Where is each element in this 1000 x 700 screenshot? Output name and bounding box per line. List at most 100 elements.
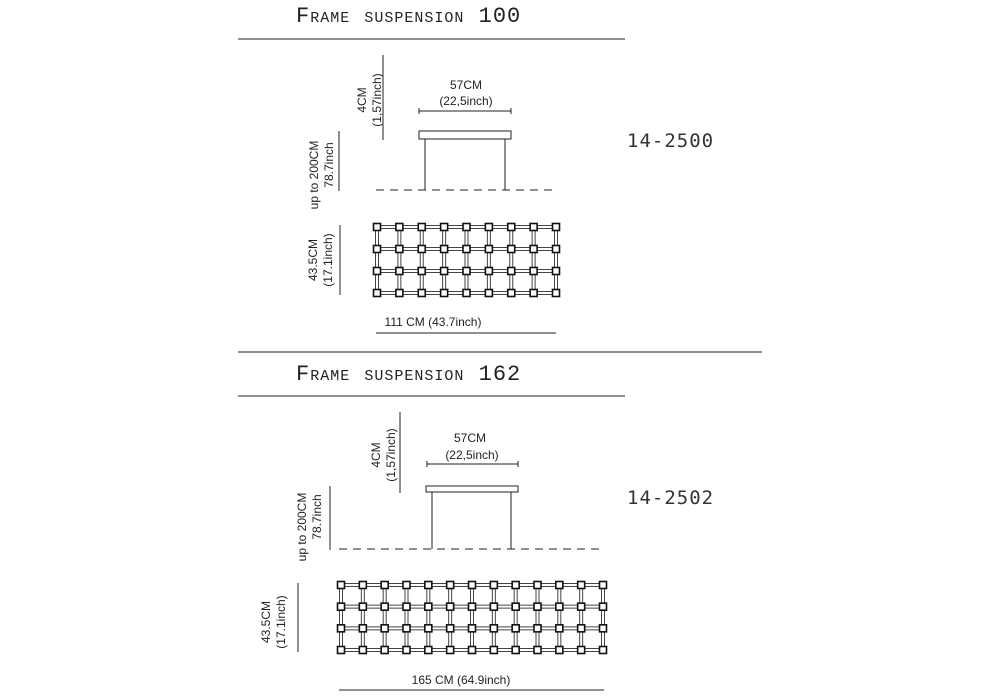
canopy-height-label: 4CM: [355, 87, 369, 112]
grid-node: [533, 645, 542, 655]
grid-node: [372, 222, 382, 232]
grid-node: [576, 580, 586, 590]
grid-node: [529, 222, 538, 232]
grid-node: [484, 266, 494, 276]
grid-node: [467, 624, 477, 633]
grid-node: [533, 602, 542, 611]
grid-node: [358, 645, 368, 655]
section-title: Frame suspension 162: [296, 362, 521, 387]
canopy-width-label: 57CM: [450, 78, 482, 92]
grid-node: [529, 266, 538, 276]
grid-node: [462, 288, 471, 298]
grid-node: [358, 602, 368, 611]
grid-node: [336, 602, 346, 611]
grid-node: [417, 244, 427, 254]
grid-node: [372, 266, 382, 276]
grid-node: [424, 645, 433, 655]
grid-node: [424, 580, 433, 590]
grid-node: [402, 602, 411, 611]
grid-node: [462, 244, 471, 254]
grid-node: [551, 288, 561, 298]
grid-node: [395, 222, 404, 232]
grid-node: [529, 288, 538, 298]
grid-node: [576, 624, 586, 633]
grid-node: [424, 624, 433, 633]
grid-node: [484, 288, 494, 298]
grid-node: [511, 580, 520, 590]
grid-node: [402, 580, 411, 590]
drop-inch-label: 78.7inch: [310, 494, 324, 539]
grid-node: [484, 244, 494, 254]
grid-node: [551, 266, 561, 276]
grid-node: [551, 222, 561, 232]
grid-node: [417, 266, 427, 276]
canopy: [425, 485, 519, 493]
grid-node: [372, 288, 382, 298]
frame-length-label: 111 CM (43.7inch): [385, 315, 482, 329]
frame-grid-top-view: [336, 580, 608, 655]
grid-node: [598, 580, 608, 590]
grid-node: [489, 645, 499, 655]
grid-node: [533, 580, 542, 590]
grid-node: [555, 624, 564, 633]
drop-inch-label: 78.7inch: [322, 142, 336, 187]
grid-node: [445, 624, 455, 633]
grid-node: [511, 645, 520, 655]
grid-node: [576, 602, 586, 611]
grid-node: [529, 244, 538, 254]
grid-node: [336, 645, 346, 655]
grid-node: [506, 222, 516, 232]
grid-node: [395, 244, 404, 254]
grid-node: [424, 602, 433, 611]
section-frame-suspension-162: Frame suspension 162 4CM (1,57inch) 57CM…: [238, 362, 714, 691]
grid-node: [462, 222, 471, 232]
grid-node: [506, 266, 516, 276]
grid-node: [358, 580, 368, 590]
grid-node: [467, 580, 477, 590]
grid-node: [551, 244, 561, 254]
grid-node: [511, 624, 520, 633]
frame-depth-label: 43.5CM: [259, 601, 273, 643]
grid-node: [576, 645, 586, 655]
drop-label: up to 200CM: [295, 493, 309, 562]
grid-node: [358, 624, 368, 633]
frame-depth-inch-label: (17.1inch): [274, 595, 288, 648]
grid-node: [555, 645, 564, 655]
grid-node: [555, 602, 564, 611]
grid-node: [598, 624, 608, 633]
grid-node: [489, 602, 499, 611]
section-title: Frame suspension 100: [296, 4, 521, 29]
product-code: 14-2502: [627, 487, 714, 509]
canopy-height-label: 4CM: [369, 442, 383, 467]
grid-node: [467, 645, 477, 655]
grid-node: [506, 244, 516, 254]
grid-node: [336, 580, 346, 590]
grid-node: [484, 222, 494, 232]
canopy-height-inch-label: (1,57inch): [384, 428, 398, 481]
grid-node: [445, 580, 455, 590]
grid-node: [380, 602, 389, 611]
grid-node: [467, 602, 477, 611]
grid-node: [380, 624, 389, 633]
frame-grid-top-view: [372, 222, 561, 298]
grid-node: [445, 645, 455, 655]
grid-node: [439, 244, 449, 254]
drop-label: up to 200CM: [307, 141, 321, 210]
grid-node: [380, 580, 389, 590]
grid-node: [533, 624, 542, 633]
grid-node: [598, 645, 608, 655]
grid-node: [380, 645, 389, 655]
grid-node: [462, 266, 471, 276]
grid-node: [445, 602, 455, 611]
frame-depth-label: 43.5CM: [306, 239, 320, 281]
grid-node: [395, 288, 404, 298]
grid-node: [402, 624, 411, 633]
grid-node: [439, 266, 449, 276]
grid-node: [417, 222, 427, 232]
grid-node: [506, 288, 516, 298]
grid-node: [439, 288, 449, 298]
frame-depth-inch-label: (17.1inch): [321, 233, 335, 286]
grid-node: [489, 580, 499, 590]
grid-node: [417, 288, 427, 298]
